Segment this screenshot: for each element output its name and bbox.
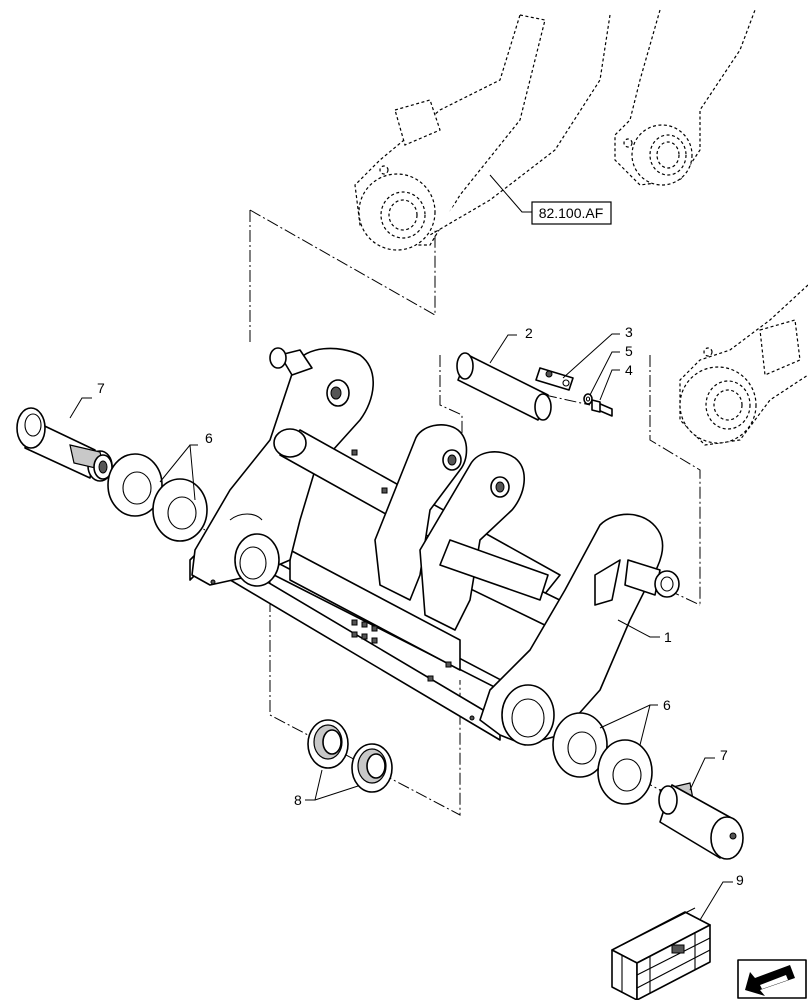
pin — [456, 352, 552, 421]
callout-leaders — [69, 333, 733, 921]
callout-5: 5 — [625, 343, 633, 359]
nut-lower — [351, 743, 393, 793]
shim-right-outer — [552, 712, 608, 778]
shim-right-inner — [597, 739, 653, 805]
shim-left-inner — [152, 478, 208, 542]
callout-6-left: 6 — [205, 430, 213, 446]
loader-arm-left-ghost — [354, 14, 611, 251]
bushing-right — [658, 782, 744, 860]
callout-3: 3 — [625, 324, 633, 340]
callout-4: 4 — [625, 362, 633, 378]
reference-link-82-100-af[interactable]: 82.100.AF — [489, 174, 612, 225]
callout-2: 2 — [525, 325, 533, 341]
loader-arm-right-lower-ghost — [679, 284, 808, 446]
bolt — [591, 399, 613, 417]
bushing-left — [16, 407, 113, 482]
callout-numbers: 7 6 2 3 5 4 1 6 7 8 9 — [97, 324, 744, 888]
loader-arm-right-ghost — [614, 9, 756, 186]
callout-9: 9 — [736, 872, 744, 888]
reference-label: 82.100.AF — [539, 205, 604, 221]
parts-kit-box-icon — [611, 907, 711, 1000]
retaining-plate — [535, 367, 574, 391]
callout-7-left: 7 — [97, 380, 105, 396]
callout-8: 8 — [294, 792, 302, 808]
shim-left-outer — [107, 453, 163, 517]
previous-page-arrow-icon[interactable] — [737, 959, 807, 999]
coupler-frame — [189, 347, 680, 746]
callout-1: 1 — [664, 629, 672, 645]
callout-6-right: 6 — [663, 697, 671, 713]
washer — [583, 393, 593, 405]
nut-upper — [307, 719, 349, 769]
callout-7-right: 7 — [720, 747, 728, 763]
